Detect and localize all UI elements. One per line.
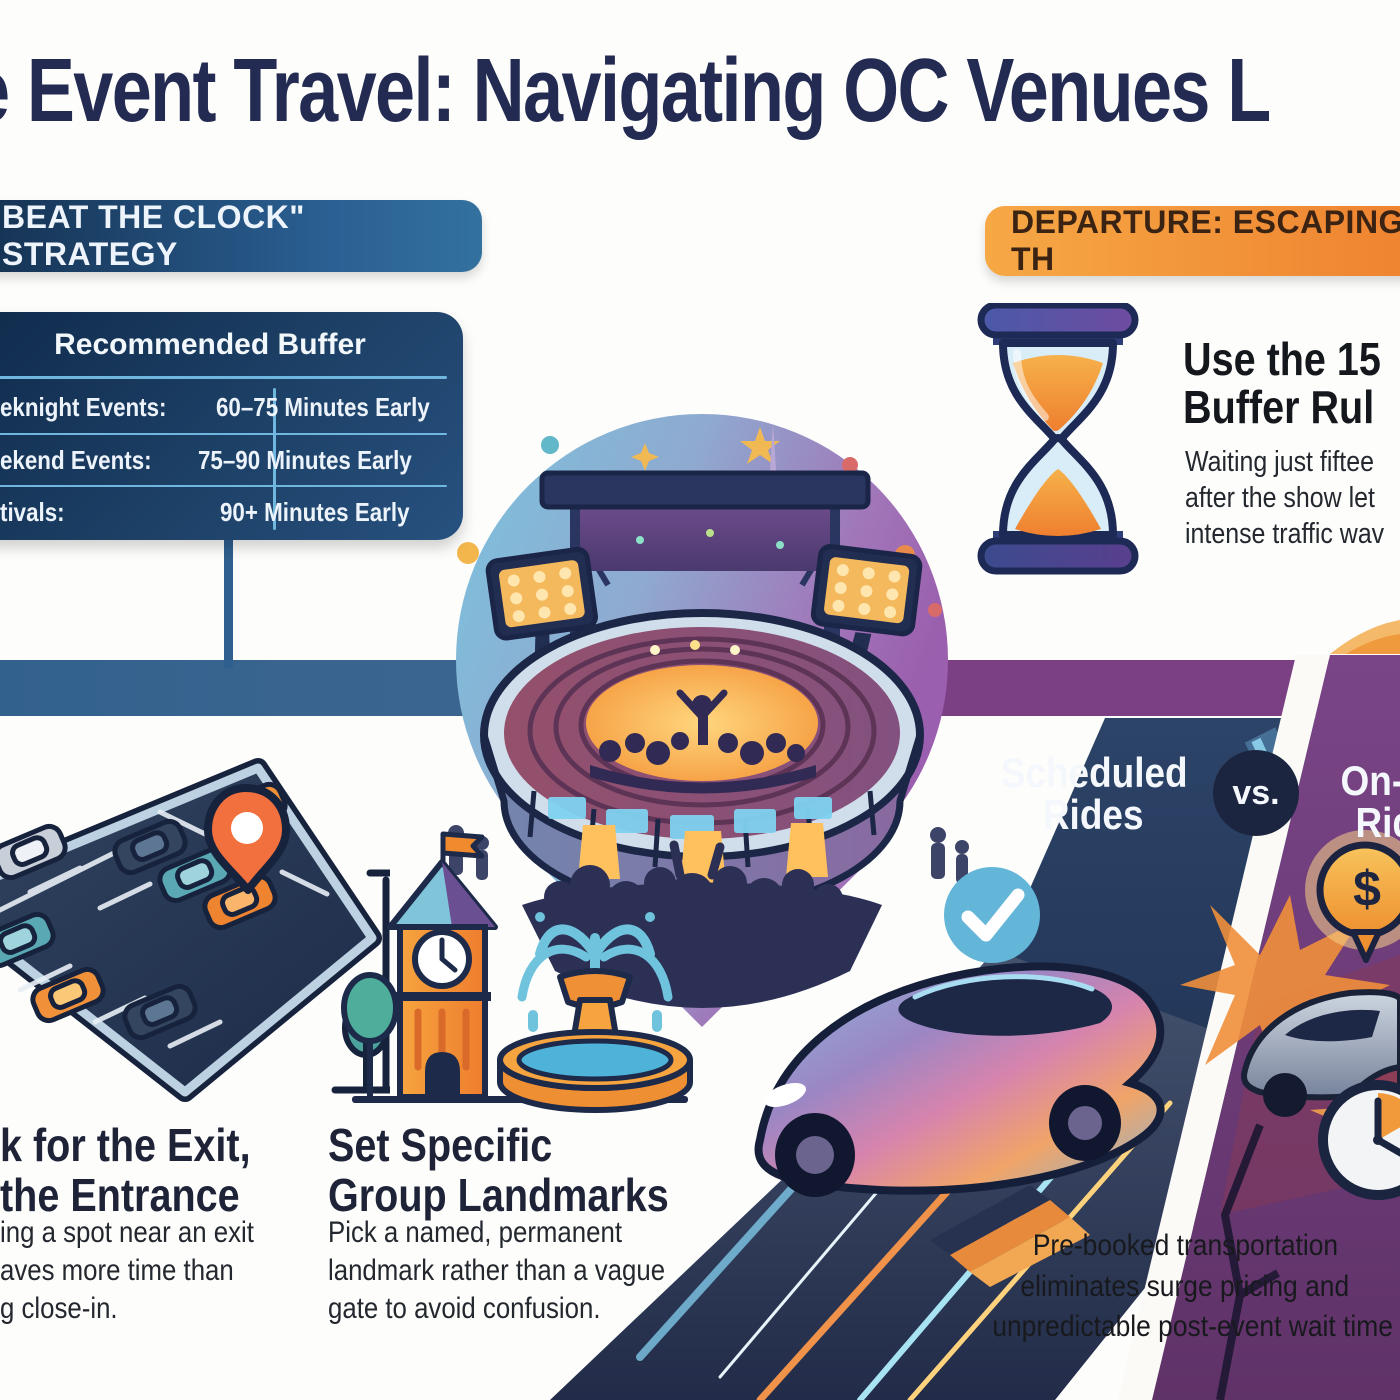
departure-banner-label: DEPARTURE: ESCAPING TH <box>1011 204 1400 277</box>
parking-body-line1: ing a spot near an exit <box>0 1216 254 1249</box>
landmark-body-line2: landmark rather than a vague <box>328 1254 666 1287</box>
row-value: 60–75 Minutes Early <box>215 391 430 422</box>
arrival-banner-label: BEAT THE CLOCK" STRATEGY <box>2 199 305 272</box>
row-label: tivals: <box>0 496 65 527</box>
table-row: ekend Events: 75–90 Minutes Early <box>0 435 440 485</box>
buffer-rule-heading-line2: Buffer Rul <box>1183 381 1375 433</box>
sunset-glow-icon <box>1330 620 1400 654</box>
vs-badge: vs. <box>1213 750 1299 836</box>
prebooked-text: Pre-booked transportation eliminates sur… <box>992 1229 1393 1343</box>
connector-line <box>224 538 233 668</box>
buffer-rule-body-line3: intense traffic wav <box>1185 518 1385 550</box>
landmark-body-line1: Pick a named, permanent <box>328 1216 622 1249</box>
table-row: tivals: 90+ Minutes Early <box>0 487 440 537</box>
landmarks-illustration <box>340 822 700 1127</box>
page-title: e Event Travel: Navigating OC Venues L <box>0 41 1271 141</box>
check-icon <box>944 867 1040 963</box>
parking-body-line3: g close-in. <box>0 1292 118 1325</box>
parking-heading-line1: k for the Exit, <box>0 1119 251 1171</box>
buffer-rule-body-line1: Waiting just fiftee <box>1185 446 1374 478</box>
buffer-table-header: Recommended Buffer <box>54 328 366 361</box>
departure-banner: DEPARTURE: ESCAPING TH <box>985 204 1400 277</box>
dollar-icon <box>1305 830 1400 963</box>
clock-tower-illustration <box>387 831 498 1100</box>
row-label: ekend Events: <box>0 444 152 475</box>
buffer-table: Recommended Buffer eknight Events: 60–75… <box>0 312 463 540</box>
clock-icon <box>1318 1080 1400 1200</box>
table-row-divider <box>0 485 447 487</box>
on-demand-rides-label: On-De Ride <box>1340 757 1400 846</box>
landmark-heading-line1: Set Specific <box>328 1119 553 1171</box>
car-illustration <box>754 962 1165 1197</box>
buffer-rule-heading-line1: Use the 15 <box>1183 333 1381 385</box>
buffer-rule-body-line2: after the show let <box>1185 482 1375 514</box>
hourglass-icon <box>963 301 1153 580</box>
dollar-sign-label: $ <box>1353 861 1381 917</box>
table-row-divider <box>0 433 447 435</box>
row-value: 90+ Minutes Early <box>219 496 410 527</box>
parking-lot-illustration <box>0 740 394 1125</box>
map-pin-icon <box>204 784 290 894</box>
row-label: eknight Events: <box>0 391 167 422</box>
landmark-heading-line2: Group Landmarks <box>328 1169 669 1221</box>
parking-heading-line2: the Entrance <box>0 1169 240 1221</box>
row-value: 75–90 Minutes Early <box>198 444 413 475</box>
table-divider <box>0 376 447 379</box>
arrival-banner: BEAT THE CLOCK" STRATEGY <box>0 199 482 272</box>
table-row: eknight Events: 60–75 Minutes Early <box>0 382 440 432</box>
table-column-divider <box>273 388 276 530</box>
scheduled-rides-label: Scheduled Rides <box>1000 749 1188 838</box>
stadium-illustration <box>430 405 980 1040</box>
landmark-body-line3: gate to avoid confusion. <box>328 1292 601 1325</box>
fountain-illustration <box>497 912 693 1113</box>
parking-body-line2: aves more time than <box>0 1254 234 1287</box>
